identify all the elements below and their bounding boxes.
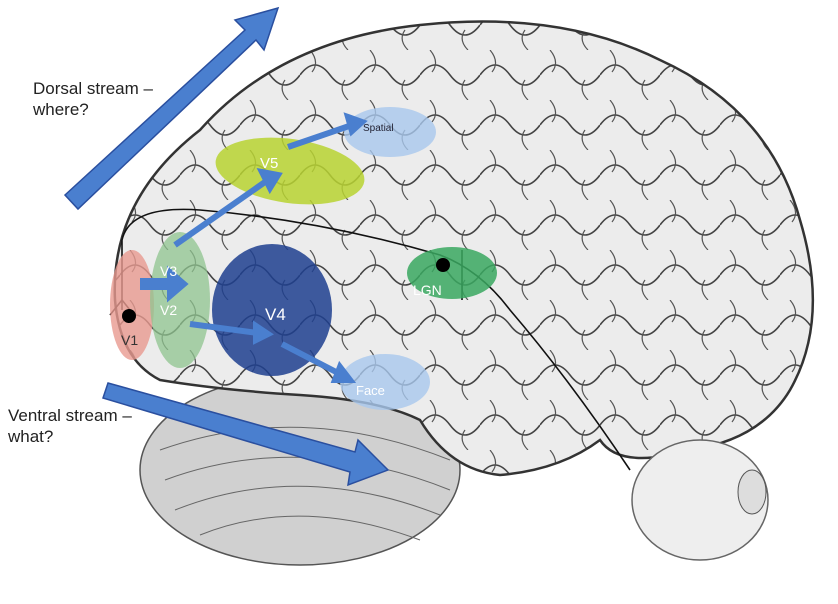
ventral-line2: what?	[8, 427, 54, 446]
pathway-arrows	[140, 112, 368, 383]
region-spatial	[344, 107, 436, 157]
label-v2: V2	[160, 302, 177, 318]
region-v2-v3	[150, 232, 210, 368]
v1-node	[122, 309, 136, 323]
ventral-line1: Ventral stream –	[8, 406, 132, 425]
dorsal-line1: Dorsal stream –	[33, 79, 153, 98]
dorsal-stream-label: Dorsal stream – where?	[33, 78, 153, 120]
label-v3: V3	[160, 263, 177, 279]
lgn-node	[436, 258, 450, 272]
region-lgn	[407, 247, 497, 299]
cornea	[737, 469, 767, 515]
eyeball	[631, 439, 769, 561]
region-v1	[110, 250, 154, 360]
label-face: Face	[356, 383, 385, 398]
ventral-stream-arrow	[102, 382, 390, 487]
region-face	[340, 354, 430, 410]
dorsal-stream-arrow	[63, 6, 280, 211]
region-v4	[212, 244, 332, 376]
label-v4: V4	[265, 305, 286, 324]
label-v1: V1	[121, 332, 138, 348]
label-lgn: LGN	[413, 282, 442, 298]
label-v5: V5	[260, 155, 278, 172]
ventral-stream-label: Ventral stream – what?	[8, 405, 132, 447]
dorsal-line2: where?	[33, 100, 89, 119]
label-spatial: Spatial	[363, 123, 394, 134]
